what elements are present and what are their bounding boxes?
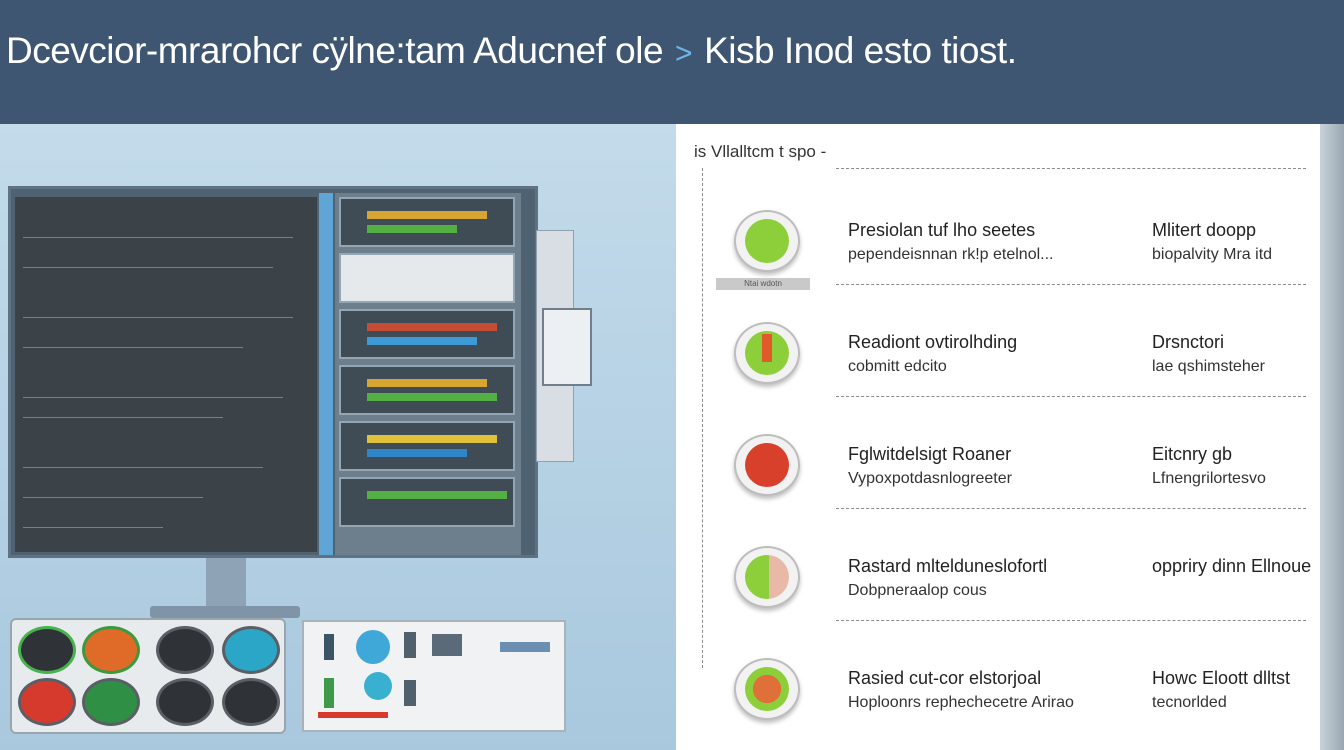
panel-edge [1320,124,1344,750]
knob[interactable] [18,678,76,726]
knob[interactable] [364,672,392,700]
item-subtitle: cobmitt edcito [848,358,947,375]
server-rack [335,193,521,555]
item-subtitle: Dobpneraalop cous [848,582,987,599]
item-title: Rasied cut-cor elstorjoal [848,668,1042,688]
knob[interactable] [82,626,140,674]
knob[interactable] [82,678,140,726]
item-subtitle: Hoploonrs rephechecetre Arirao [848,694,1074,711]
switch[interactable] [404,632,416,658]
item-right-subtitle: lae qshimsteher [1152,358,1265,375]
knob-panel [10,618,286,734]
terminal-screen [15,197,317,552]
item-title: Fglwitdelsigt Roaner [848,444,1012,464]
slider[interactable] [500,642,550,652]
list-item[interactable]: Rasied cut-cor elstorjoal Hoploonrs reph… [676,634,1320,746]
green-orange-icon [734,658,800,720]
item-title: Presiolan tuf lho seetes [848,220,1036,240]
item-subtitle: Vypoxpotdasnlogreeter [848,470,1012,487]
list-item[interactable]: Ntai wdotn Presiolan tuf lho seetes pepe… [676,186,1320,298]
item-right-subtitle: tecnorlded [1152,694,1227,711]
title-right: Kisb Inod esto tiost. [704,30,1017,71]
header-bar: Dcevcior-mrarohcr cÿlne:tam Aducnef ole >… [0,0,1344,124]
item-right-title: Mlitert doopp [1152,220,1257,240]
knob[interactable] [156,678,214,726]
mini-monitor [542,308,592,386]
monitor-base [150,606,300,618]
item-subtitle: pependeisnnan rk!p etelnol... [848,246,1054,263]
switch-panel [302,620,566,732]
panel-header: is Vllalltcm t spo - [694,142,827,161]
knob[interactable] [222,678,280,726]
item-title: Readiont ovtirolhding [848,332,1018,352]
green-split-icon [734,546,800,608]
scrollbar[interactable] [319,193,333,555]
item-right-subtitle: Lfnengrilortesvo [1152,470,1266,487]
knob[interactable] [356,630,390,664]
item-right-title: Drsnctori [1152,332,1225,352]
knob[interactable] [18,626,76,674]
title-left: Dcevcior-mrarohcr cÿlne:tam Aducnef ole [6,30,664,71]
item-right-subtitle: biopalvity Mra itd [1152,246,1273,263]
list-item[interactable]: Rastard mltelduneslofortl Dobpneraalop c… [676,522,1320,634]
red-flame-icon [734,434,800,496]
list-item[interactable]: Readiont ovtirolhding cobmitt edcito Drs… [676,298,1320,410]
item-right-title: Eitcnry gb [1152,444,1233,464]
switch[interactable] [324,634,334,660]
knob[interactable] [156,626,214,674]
list-item[interactable]: Fglwitdelsigt Roaner Vypoxpotdasnlogreet… [676,410,1320,522]
item-right-title: Howc Eloott dlltst [1152,668,1291,688]
green-leaf-icon [734,210,800,272]
item-right-title: oppriry dinn Ellnoue [1152,556,1312,576]
green-red-bar-icon [734,322,800,384]
knob[interactable] [222,626,280,674]
switch[interactable] [324,678,334,708]
chevron-right-icon: > [675,37,693,70]
monitor-illustration [8,186,538,558]
item-title: Rastard mltelduneslofortl [848,556,1048,576]
item-tag: Ntai wdotn [716,278,810,290]
indicator-bar [318,712,388,718]
page-title: Dcevcior-mrarohcr cÿlne:tam Aducnef ole >… [6,30,1017,72]
switch[interactable] [404,680,416,706]
list-panel: is Vllalltcm t spo - Ntai wdotn Presiola… [676,124,1320,750]
switch[interactable] [432,634,462,656]
